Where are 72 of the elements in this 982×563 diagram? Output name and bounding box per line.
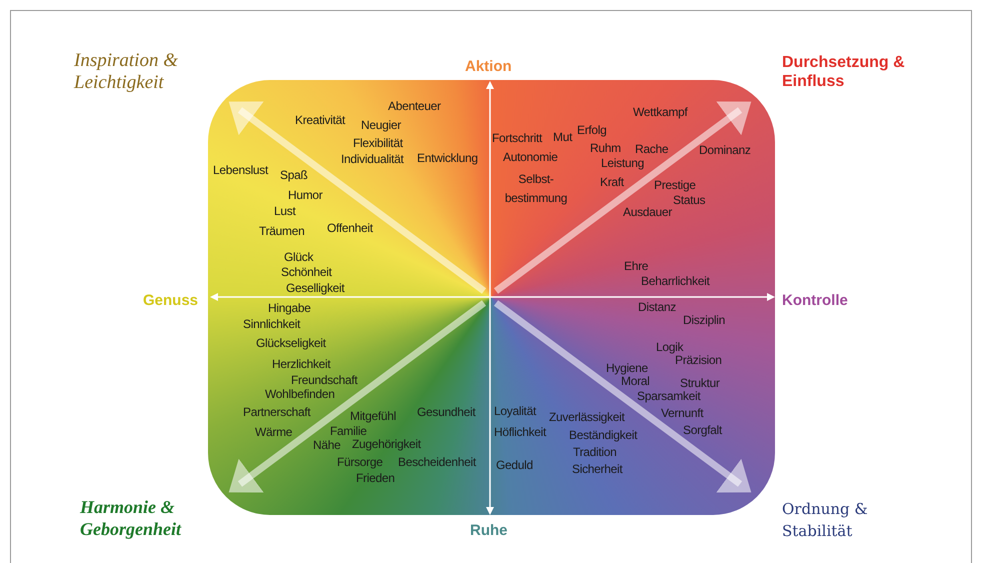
value-word: Zugehörigkeit — [352, 437, 421, 451]
axis-label: Aktion — [465, 57, 512, 77]
value-word: Präzision — [675, 353, 722, 367]
value-word: Schönheit — [281, 265, 332, 279]
value-word: Spaß — [280, 168, 308, 182]
value-word: Herzlichkeit — [272, 357, 330, 371]
value-word: Frieden — [356, 471, 395, 485]
axis-label: Ruhe — [470, 521, 508, 541]
value-word: Status — [673, 193, 706, 207]
value-word: Sparsamkeit — [637, 389, 700, 403]
value-word: Beharrlichkeit — [641, 274, 710, 288]
axis-label: Kontrolle — [782, 291, 848, 311]
value-word: Distanz — [638, 300, 676, 314]
value-word: Vernunft — [661, 406, 704, 420]
value-word: Glückseligkeit — [256, 336, 326, 350]
value-word: Wettkampf — [633, 105, 688, 119]
value-word: Entwicklung — [417, 151, 478, 165]
value-word: Höflichkeit — [494, 425, 546, 439]
value-word: Hingabe — [268, 301, 311, 315]
corner-title: Durchsetzung & Einfluss — [782, 53, 906, 91]
value-word: Struktur — [680, 376, 720, 390]
value-word: Träumen — [259, 224, 304, 238]
value-word: Selbst- bestimmung — [504, 171, 568, 207]
value-word: Partnerschaft — [243, 405, 310, 419]
value-word: Geselligkeit — [286, 281, 344, 295]
value-word: Gesundheit — [417, 405, 476, 419]
value-word: Familie — [330, 424, 367, 438]
value-word: Leistung — [601, 156, 644, 170]
value-word: Humor — [288, 188, 323, 202]
value-word: Kraft — [600, 175, 624, 189]
value-word: Zuverlässigkeit — [549, 410, 625, 424]
value-word: Rache — [635, 142, 668, 156]
value-word: Autonomie — [503, 150, 558, 164]
value-word: Sicherheit — [572, 462, 622, 476]
value-word: Mitgefühl — [350, 409, 396, 423]
value-word: Flexibilität — [353, 136, 403, 150]
value-word: Logik — [656, 340, 684, 354]
value-word: Beständigkeit — [569, 428, 638, 442]
value-word: Neugier — [361, 118, 401, 132]
value-word: Kreativität — [295, 113, 346, 127]
value-word: Lebenslust — [213, 163, 268, 177]
value-word: Individualität — [341, 152, 404, 166]
value-word: Tradition — [573, 445, 617, 459]
value-word: Wohlbefinden — [265, 387, 335, 401]
value-word: Sorgfalt — [683, 423, 722, 437]
value-word: Abenteuer — [388, 99, 441, 113]
value-word: Prestige — [654, 178, 696, 192]
value-word: Dominanz — [699, 143, 751, 157]
value-word: Wärme — [255, 425, 292, 439]
value-word: Freundschaft — [291, 373, 358, 387]
corner-title: Ordnung & Stabilität — [782, 499, 869, 542]
value-word: Fortschritt — [492, 131, 542, 145]
value-word: Nähe — [313, 438, 340, 452]
value-word: Offenheit — [327, 221, 373, 235]
value-word: Erfolg — [577, 123, 607, 137]
value-word: Bescheidenheit — [398, 455, 476, 469]
value-word: Hygiene — [606, 361, 648, 375]
value-word: Glück — [284, 250, 314, 264]
corner-title: Harmonie & Geborgenheit — [80, 496, 182, 540]
value-word: Ruhm — [590, 141, 621, 155]
value-word: Moral — [621, 374, 650, 388]
value-word: Ehre — [624, 259, 648, 273]
value-word: Sinnlichkeit — [243, 317, 300, 331]
value-word: Geduld — [496, 458, 533, 472]
value-word: Disziplin — [683, 313, 725, 327]
value-word: Mut — [553, 130, 572, 144]
value-word: Ausdauer — [623, 205, 672, 219]
value-word: Fürsorge — [337, 455, 383, 469]
axis-label: Genuss — [143, 291, 198, 311]
value-word: Loyalität — [494, 404, 536, 418]
value-word: Lust — [274, 204, 296, 218]
corner-title: Inspiration & Leichtigkeit — [74, 50, 179, 94]
